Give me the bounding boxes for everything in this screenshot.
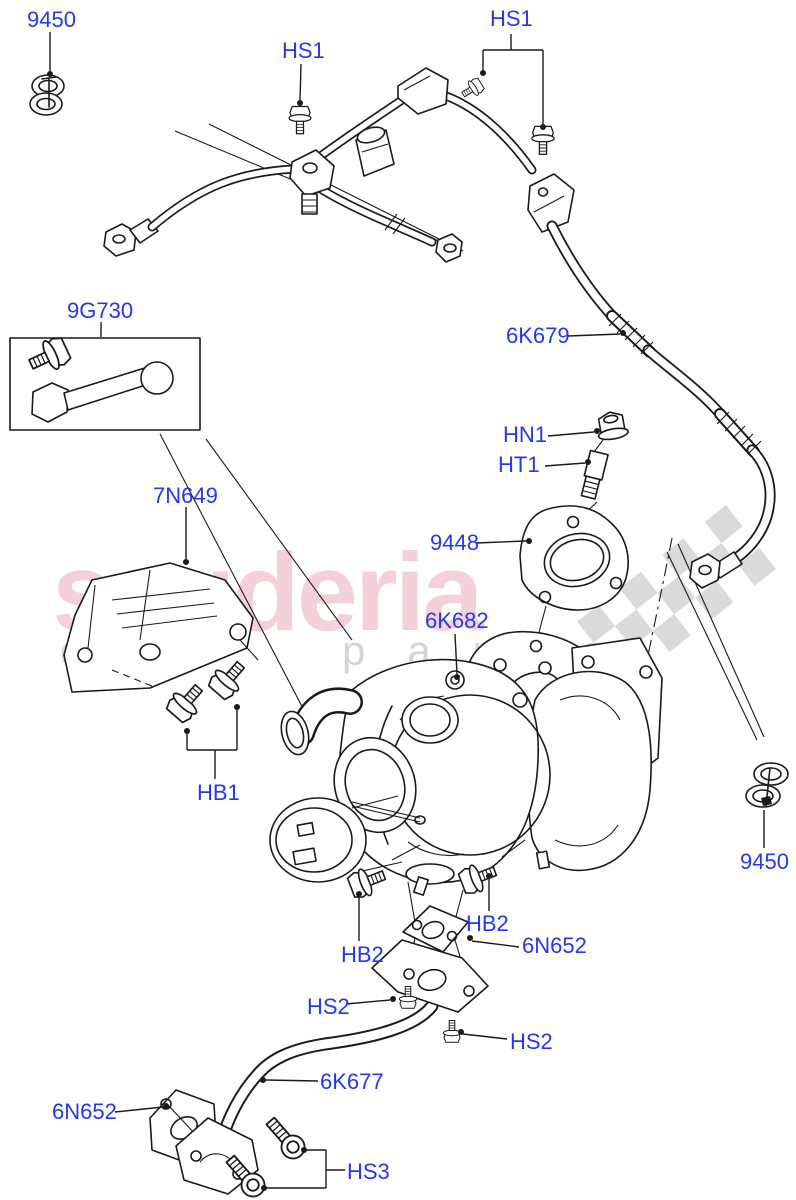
sealing-washers-top	[29, 74, 65, 116]
pipe-end-fitting	[103, 223, 137, 257]
part-label-hb1[interactable]: HB1	[197, 780, 240, 805]
part-label-7n649[interactable]: 7N649	[153, 483, 218, 508]
part-label-hs1-center[interactable]: HS1	[282, 38, 325, 63]
part-label-hb2-right[interactable]: HB2	[466, 911, 509, 936]
part-label-6n652-right[interactable]: 6N652	[522, 933, 587, 958]
part-label-9450-top-left[interactable]: 9450	[27, 7, 76, 32]
drain-flange-upper	[371, 939, 489, 1013]
part-label-hs1-right[interactable]: HS1	[490, 6, 533, 31]
banjo-fitting	[435, 233, 463, 263]
mounting-bracket-7n649	[63, 562, 259, 693]
oil-feed-hose	[546, 220, 776, 589]
part-label-6n652-left[interactable]: 6N652	[52, 1099, 117, 1124]
part-label-hb2-left[interactable]: HB2	[341, 942, 384, 967]
turbo-gasket-9448	[519, 505, 629, 611]
banjo-bolt-kit-box	[9, 333, 201, 431]
turbocharger	[269, 637, 663, 896]
leader-lines	[47, 32, 765, 1191]
oil-feed-pipe-assembly	[103, 67, 575, 263]
banjo-bolt-hex	[31, 382, 69, 423]
part-label-hs3[interactable]: HS3	[347, 1159, 390, 1184]
part-label-hs2-left[interactable]: HS2	[307, 994, 350, 1019]
part-label-6k679[interactable]: 6K679	[506, 323, 570, 348]
turbo-studs-and-gasket	[519, 411, 629, 637]
part-label-9448[interactable]: 9448	[430, 530, 479, 555]
part-label-ht1[interactable]: HT1	[498, 452, 540, 477]
flange-nut	[597, 411, 629, 441]
part-label-6k677[interactable]: 6K677	[320, 1069, 384, 1094]
part-label-6k682[interactable]: 6K682	[425, 608, 489, 633]
stud	[580, 449, 609, 500]
hose-end-banjo	[689, 553, 721, 589]
part-label-hn1[interactable]: HN1	[503, 422, 548, 447]
sealing-washers-right	[745, 762, 789, 808]
part-label-9g730[interactable]: 9G730	[67, 298, 134, 323]
pipe-top-block	[397, 67, 449, 115]
part-label-9450-right[interactable]: 9450	[740, 849, 789, 874]
part-label-hs2-right[interactable]: HS2	[510, 1029, 553, 1054]
